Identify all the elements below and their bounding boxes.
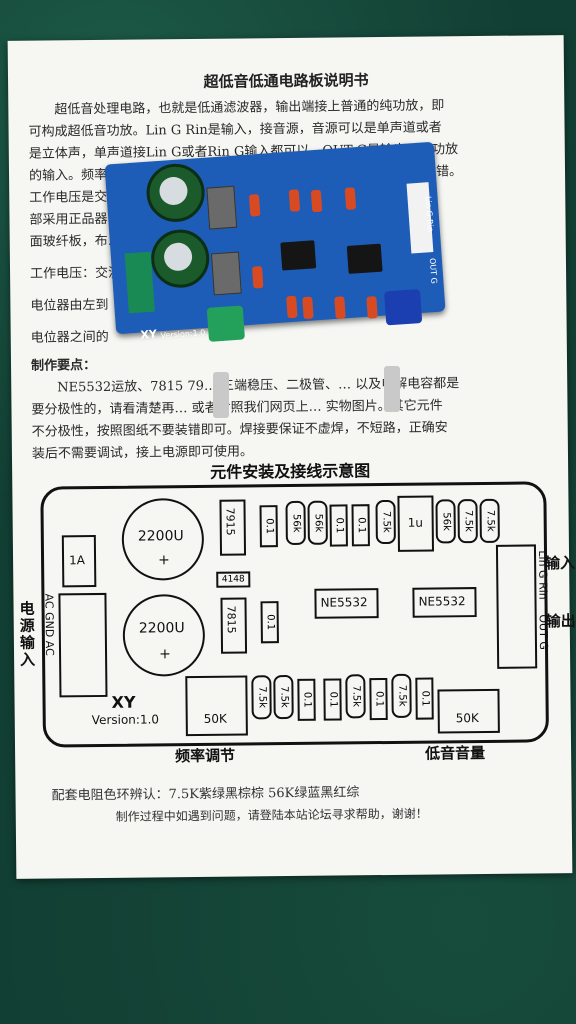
- diode-4148: 4148: [216, 571, 251, 588]
- opamp-chip-1: [280, 240, 317, 271]
- cap-plus-top: +: [157, 552, 170, 569]
- res-7.5k-e: 7.5k: [273, 674, 294, 720]
- pcb-pot-green: [206, 305, 245, 342]
- input-label: 输入: [545, 554, 576, 573]
- opamp-right-label: NE5532: [418, 594, 466, 609]
- intro-line-2: 可构成超低音功放。Lin G Rin是输入，接音源，音源可以是单声道或者: [28, 120, 442, 140]
- pcb-cap-9: [366, 296, 378, 319]
- cap-0.1-e: 0.1: [323, 678, 342, 721]
- power-terminal: [58, 592, 108, 698]
- res-56k-a: 56k: [285, 500, 306, 546]
- intro-line-1: 超低音处理电路，也就是低通滤波器，输出端接上普通的纯功放，即: [54, 98, 445, 118]
- bass-pot-shaft: [384, 366, 400, 412]
- cap-plus-bottom: +: [158, 646, 171, 663]
- res-7.5k-c: 7.5k: [479, 498, 500, 544]
- help-note: 制作过程中如遇到问题，请登陆本站论坛寻求帮助，谢谢！: [115, 806, 428, 824]
- pcb-cap-1: [248, 194, 261, 217]
- color-code-note: 配套电阻色环辨认：7.5K紫绿黑棕棕 56K绿蓝黑红综: [51, 785, 360, 804]
- pot-line-2: 电位器之间的: [30, 329, 109, 346]
- pot-line-1: 电位器由左到: [30, 297, 109, 314]
- voltage-line: 工作电压：交流: [29, 265, 122, 282]
- opamp-ne5532-right: NE5532: [412, 587, 477, 618]
- pot-50k-freq: 50K: [185, 675, 248, 737]
- pot-left-label: 50K: [203, 711, 227, 726]
- sheet-title: 超低音低通电路板说明书: [203, 71, 369, 91]
- cap-0.1-c: 0.1: [351, 504, 370, 547]
- pcb-cap-6: [286, 295, 298, 319]
- pcb-pot-blue: [383, 289, 423, 326]
- res-7.5k-d: 7.5k: [251, 675, 272, 720]
- pcb-cap-4: [344, 187, 357, 210]
- pcb-board-photo: XY Version:1.0 Lin G Rin OUT G: [104, 141, 446, 342]
- cap-0.1-b: 0.1: [329, 504, 348, 547]
- capacitor-2200u-bottom: 2200U +: [122, 593, 206, 677]
- res-7.5k-b: 7.5k: [457, 499, 478, 544]
- points-line-3: 不分极性，按照图纸不要装错即可。焊接要保证不虚焊，不短路，正确安: [31, 420, 448, 440]
- pcb-cap-8: [334, 296, 346, 319]
- cap-1u-label: 1u: [407, 515, 424, 530]
- regulator-7915-label: 7915: [223, 507, 237, 536]
- pcb-cap-2: [288, 189, 301, 212]
- section-title: 制作要点：: [30, 358, 97, 374]
- regulator-7915: 7915: [219, 499, 247, 556]
- fuse-label: 1A: [68, 553, 85, 568]
- regulator-heatsink-2: [210, 251, 242, 296]
- bass-volume-label: 低音音量: [425, 743, 486, 763]
- regulator-7815: 7815: [220, 597, 248, 654]
- electrolytic-cap-2: [149, 227, 212, 290]
- pcb-brand: XY: [139, 327, 158, 342]
- electrolytic-cap-1: [144, 161, 207, 224]
- pot-right-label: 50K: [455, 711, 479, 726]
- fuse-holder: 1A: [61, 535, 97, 588]
- power-pins-label: AC GND AC: [42, 593, 57, 656]
- cap-0.1-d: 0.1: [297, 678, 316, 721]
- freq-pot-shaft: [213, 372, 229, 418]
- pcb-cap-7: [302, 296, 314, 320]
- io-terminal: [495, 544, 538, 669]
- opamp-chip-2: [346, 243, 383, 274]
- pot-50k-bass: 50K: [437, 688, 500, 734]
- pcb-output-label: OUT G: [427, 257, 439, 285]
- power-terminal-block: [124, 251, 155, 314]
- cap-label-top: 2200U: [137, 528, 184, 545]
- regulator-heatsink-1: [206, 185, 238, 230]
- pcb-cap-3: [310, 189, 323, 213]
- res-7.5k-g: 7.5k: [391, 673, 412, 718]
- capacitor-2200u-top: 2200U +: [121, 497, 205, 581]
- power-input-label: 电源输入: [19, 599, 36, 669]
- res-7.5k-f: 7.5k: [345, 674, 366, 719]
- regulator-7815-label: 7815: [224, 605, 238, 634]
- cap-0.1-f: 0.1: [369, 677, 388, 721]
- pcb-layout-diagram: 1A AC GND AC 2200U + 2200U + 7915 4148 7…: [40, 481, 550, 748]
- output-label: 输出: [545, 612, 576, 631]
- diagram-version: Version:1.0: [91, 712, 160, 728]
- res-56k-c: 56k: [435, 499, 456, 544]
- diagram-title: 元件安装及接线示意图: [210, 461, 371, 482]
- cap-1u: 1u: [397, 495, 434, 552]
- diagram-brand: XY: [111, 692, 136, 712]
- freq-adjust-label: 频率调节: [175, 746, 236, 766]
- intro-line-7: 面玻纤板，布…: [29, 233, 121, 250]
- opamp-left-label: NE5532: [320, 595, 368, 610]
- cap-label-bottom: 2200U: [138, 620, 185, 637]
- opamp-ne5532-left: NE5532: [314, 588, 379, 619]
- points-line-2: 要分极性的，请看清楚再… 或者对照我们网页上… 实物图片。其它元件: [31, 398, 443, 418]
- res-7.5k-a: 7.5k: [375, 499, 396, 545]
- cap-0.1-mid: 0.1: [260, 601, 279, 644]
- pcb-input-label: Lin G Rin: [423, 195, 435, 233]
- pcb-cap-5: [251, 265, 264, 289]
- cap-0.1-a: 0.1: [259, 505, 278, 548]
- res-56k-b: 56k: [307, 500, 328, 545]
- cap-0.1-g: 0.1: [415, 677, 434, 720]
